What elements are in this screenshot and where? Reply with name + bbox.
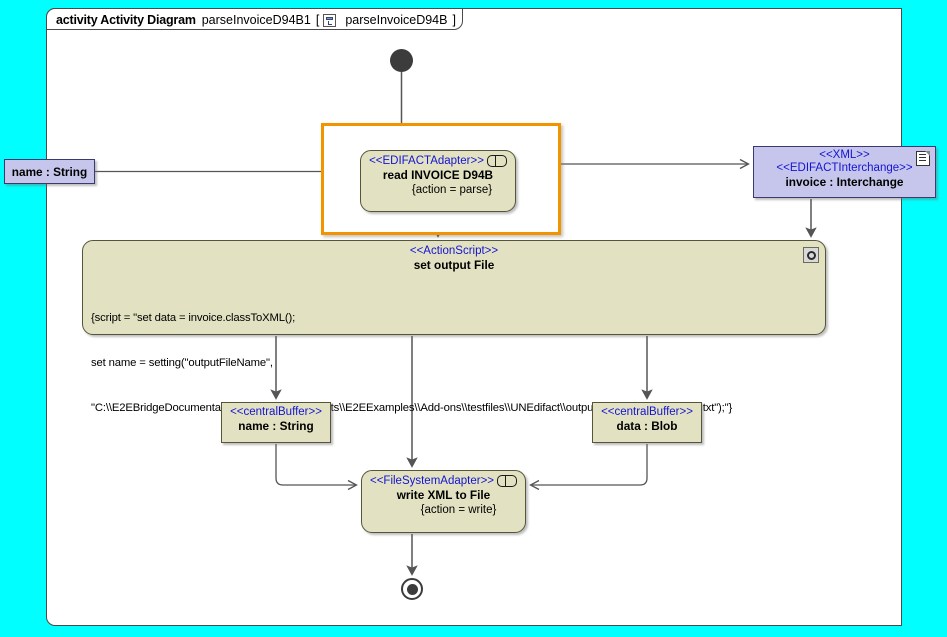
buffer-data-label: data : Blob	[616, 419, 678, 433]
central-buffer-data[interactable]: <<centralBuffer>> data : Blob	[592, 402, 702, 443]
initial-node[interactable]	[390, 49, 413, 72]
document-icon	[916, 151, 930, 166]
diagram-frame-label: activity Activity Diagram parseInvoiceD9…	[46, 8, 463, 30]
action-script-line-1: {script = "set data = invoice.classToXML…	[91, 312, 296, 324]
object-node-invoice[interactable]: <<XML>> <<EDIFACTInterchange>> invoice :…	[753, 146, 936, 198]
object-xml-name: invoice : Interchange	[785, 175, 904, 189]
object-xml-stereotype-2: <<EDIFACTInterchange>>	[776, 162, 913, 174]
input-pin-name-string[interactable]: name : String	[4, 159, 95, 184]
action-read-properties: {action = parse}	[411, 184, 493, 197]
diagram-keyword: activity Activity Diagram	[56, 12, 196, 27]
diagram-icon	[323, 13, 337, 27]
action-script-stereotype: <<ActionScript>>	[409, 245, 499, 257]
action-read-stereotype: <<EDIFACTAdapter>>	[369, 155, 484, 168]
buffer-data-stereotype: <<centralBuffer>>	[601, 406, 693, 418]
action-read-stereotype-row: <<EDIFACTAdapter>>	[361, 155, 515, 168]
adapter-icon	[486, 155, 507, 167]
action-script-line-3: "C:\\E2EBridgeDocumentation\\E2EBuilderP…	[91, 402, 733, 414]
activity-final-node[interactable]	[401, 578, 423, 600]
bracket-close: ]	[452, 12, 456, 27]
bracket-open: [	[315, 12, 320, 27]
action-write-properties: {action = write}	[420, 504, 497, 517]
input-pin-label: name : String	[11, 164, 88, 179]
central-buffer-name[interactable]: <<centralBuffer>> name : String	[221, 402, 331, 443]
action-script-line-2: set name = setting("outputFileName",	[91, 357, 273, 369]
action-read-name: read INVOICE D94B	[382, 168, 494, 183]
action-set-output-file[interactable]: <<ActionScript>> set output File {script…	[82, 240, 826, 414]
adapter-icon	[497, 475, 517, 487]
gear-icon	[803, 247, 819, 263]
action-write-xml-to-file[interactable]: <<FileSystemAdapter>> write XML to File …	[361, 470, 526, 533]
buffer-name-label: name : String	[238, 419, 314, 433]
buffer-name-stereotype: <<centralBuffer>>	[230, 406, 322, 418]
diagram-ref-name: parseInvoiceD94B	[345, 12, 448, 27]
action-write-name: write XML to File	[396, 488, 491, 503]
action-script-name: set output File	[413, 258, 495, 272]
action-write-stereotype-row: <<FileSystemAdapter>>	[362, 475, 525, 488]
action-read-invoice[interactable]: <<EDIFACTAdapter>> read INVOICE D94B {ac…	[360, 150, 516, 212]
object-xml-stereotype-1: <<XML>>	[819, 149, 870, 161]
action-write-stereotype: <<FileSystemAdapter>>	[369, 475, 494, 488]
diagram-name: parseInvoiceD94B1	[201, 12, 311, 27]
